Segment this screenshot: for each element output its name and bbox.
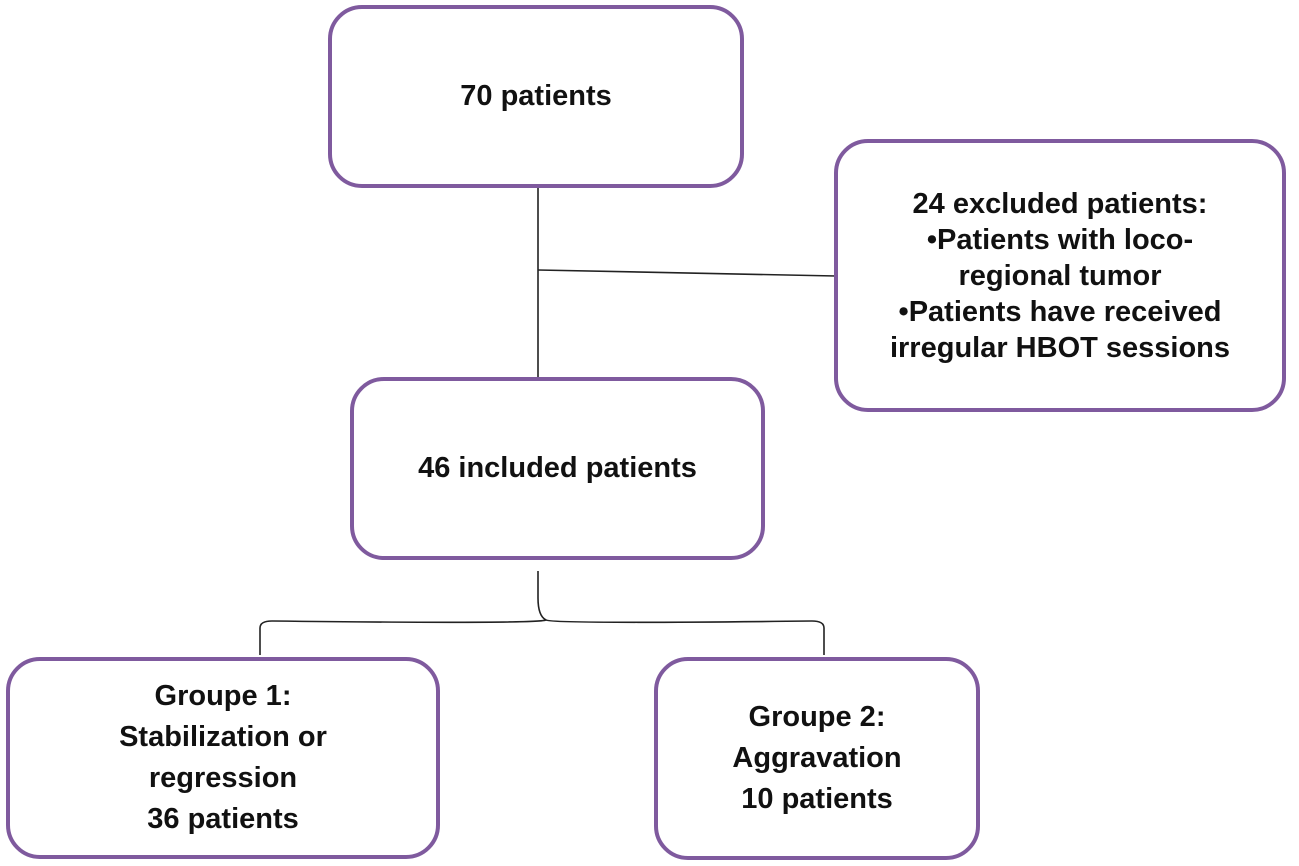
group-split-brace [259,571,825,655]
group-1-count: 36 patients [147,803,299,835]
group-1-box: Groupe 1: Stabilization or regression 36… [6,657,440,859]
exclusion-criterion-line: •Patients have received [898,295,1222,328]
exclusion-criterion-line: regional tumor [958,259,1162,292]
group-2-description: Aggravation [732,742,902,774]
exclusion-criterion-line: irregular HBOT sessions [889,331,1231,364]
exclusion-criterion-line: •Patients with loco- [926,223,1194,256]
included-patients-box: 46 included patients [350,377,765,560]
group-2-count: 10 patients [741,783,893,815]
excluded-title: 24 excluded patients: [912,187,1208,220]
total-patients-label: 70 patients [460,80,612,112]
excluded-patients-box: 24 excluded patients: •Patients with loc… [834,139,1286,412]
group-2-box: Groupe 2: Aggravation 10 patients [654,657,980,860]
included-patients-label: 46 included patients [418,452,697,484]
group-1-title: Groupe 1: [154,680,292,712]
exclusion-connector [537,269,837,277]
group-1-description: Stabilization or [119,721,327,753]
group-1-description: regression [148,762,298,794]
group-2-title: Groupe 2: [748,701,886,733]
total-patients-box: 70 patients [328,5,744,188]
